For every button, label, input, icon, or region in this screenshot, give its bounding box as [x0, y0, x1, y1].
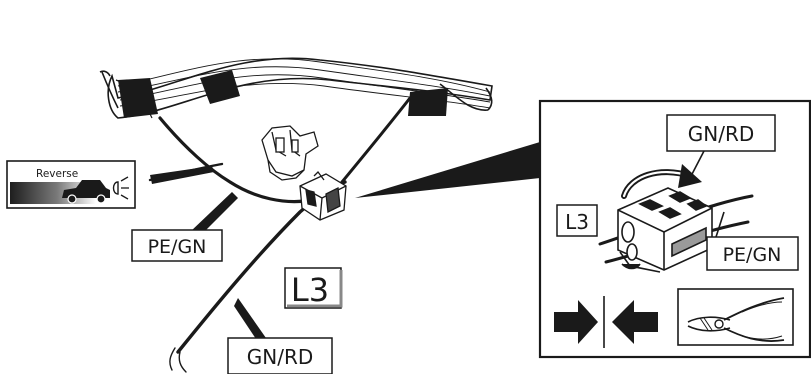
label-pe-gn-main: PE/GN	[131, 229, 223, 262]
wire-bundle-right	[340, 96, 412, 184]
wire-pe-gn	[158, 116, 314, 204]
pliers-icon	[677, 288, 794, 346]
splice-connector-inset-icon	[617, 187, 713, 273]
svg-text:L3: L3	[291, 271, 329, 309]
label-l3-inset: L3	[556, 204, 598, 237]
svg-text:L3: L3	[565, 210, 589, 234]
splice-connector-main-icon	[261, 125, 347, 221]
reverse-light-badge: Reverse	[6, 160, 136, 209]
svg-text:GN/RD: GN/RD	[688, 122, 755, 146]
label-gn-rd-main: GN/RD	[227, 337, 333, 374]
reverse-label: Reverse	[36, 168, 78, 180]
car-reverse-light-icon	[62, 176, 129, 204]
label-pe-gn-inset: PE/GN	[706, 236, 799, 271]
svg-text:PE/GN: PE/GN	[723, 244, 782, 266]
leader-lines	[150, 142, 540, 342]
wire-harness-bundle	[99, 57, 493, 119]
label-gn-rd-inset: GN/RD	[666, 114, 776, 152]
rotate-arrow-icon	[621, 164, 702, 199]
inset-detail-panel: GN/RD L3 PE/GN	[538, 99, 811, 359]
label-l3-main: L3	[284, 267, 343, 309]
svg-text:PE/GN: PE/GN	[148, 236, 207, 258]
press-arrows-icon	[554, 296, 658, 348]
svg-text:GN/RD: GN/RD	[247, 345, 314, 369]
